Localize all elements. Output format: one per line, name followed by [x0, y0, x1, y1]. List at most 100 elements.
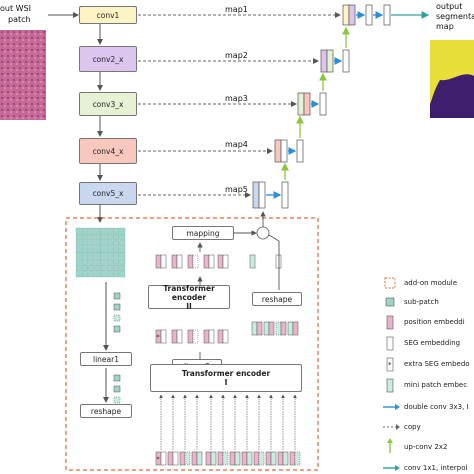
sub-patch	[75, 246, 82, 253]
transformer-ii-line2: II	[186, 301, 192, 311]
legend-position-icon	[386, 315, 394, 330]
sub-patch	[88, 252, 95, 259]
seg-embedding	[176, 329, 183, 344]
sub-patch	[106, 240, 113, 247]
token-embedding	[222, 451, 229, 466]
sub-patch	[113, 271, 119, 278]
output-label-line2: segmenta	[436, 12, 474, 21]
seg-embedding	[275, 254, 282, 269]
up-conv-arrows	[281, 26, 350, 180]
sub-patch	[100, 234, 107, 240]
sub-patch	[106, 227, 113, 234]
legend-blue-arrow-head	[395, 404, 400, 410]
legend-item-4: extra SEG embedo	[404, 360, 470, 368]
sub-patch	[100, 252, 107, 259]
legend-teal-arrow-head	[395, 465, 400, 471]
legend-item-2: position embeddi	[404, 318, 465, 326]
sub-patch	[106, 271, 113, 278]
sub-patch	[82, 271, 88, 278]
map2-label: map2	[225, 51, 248, 60]
output-seg-yellow-region	[430, 40, 474, 104]
conv5-block: conv5_x	[79, 182, 137, 205]
sub-patch	[113, 265, 119, 271]
sub-patch	[113, 246, 119, 253]
seg-embedding	[176, 254, 183, 269]
transformer-ii-line1: Transformer encoder	[163, 283, 215, 302]
legend-subpatch-icon	[385, 297, 395, 307]
position-embedding	[256, 321, 263, 336]
transformer-encoder-i: Transformer encoder I	[150, 364, 302, 392]
sub-patch	[94, 227, 101, 234]
extra-seg-star: *	[157, 334, 160, 341]
seg-embedding	[192, 254, 199, 269]
conv2-block: conv2_x	[79, 46, 137, 72]
input-label-line1: out WSI	[0, 4, 31, 13]
sub-patch	[94, 271, 101, 278]
conv3-block: conv3_x	[79, 92, 137, 116]
seg-embedding	[192, 329, 199, 344]
mini-patch-embedding	[249, 254, 256, 269]
sub-patch	[75, 265, 82, 271]
sub-patch	[88, 227, 95, 234]
legend-seg-icon	[386, 336, 394, 351]
token-embedding	[172, 451, 179, 466]
skip-connections	[138, 12, 341, 198]
input-label-line2: patch	[8, 15, 31, 24]
sub-patch	[88, 265, 95, 271]
sub-patch	[82, 240, 88, 247]
decoder-blocks	[252, 4, 391, 209]
addon-module-border	[65, 217, 319, 471]
legend-item-1: sub-patch	[404, 298, 439, 306]
sub-patch	[113, 227, 119, 234]
sub-patch	[82, 234, 88, 240]
legend-copy-arrow-head	[396, 424, 400, 430]
output-label-line3: map	[436, 22, 454, 31]
sub-patch	[82, 265, 88, 271]
legend-item-9: conv 1x1, interpol	[404, 464, 468, 472]
sub-patch	[75, 234, 82, 240]
legend-addon-icon	[384, 277, 396, 289]
sub-patch	[119, 246, 126, 253]
token-columns: **	[155, 254, 301, 466]
token-embedding	[184, 451, 191, 466]
sub-patch	[119, 265, 126, 271]
legend-item-6: double conv 3x3, I	[404, 403, 469, 411]
token-embedding	[246, 451, 253, 466]
legend-up-arrow-head	[387, 438, 393, 443]
sub-patch	[113, 240, 119, 247]
seg-embedding	[222, 254, 229, 269]
sub-patch	[94, 265, 101, 271]
sub-patch	[119, 227, 126, 234]
sub-patch	[119, 271, 126, 278]
sub-patch	[88, 246, 95, 253]
map3-label: map3	[225, 94, 248, 103]
legend-item-7: copy	[404, 423, 421, 431]
mini-patch-embedding	[275, 321, 282, 336]
seg-embedding	[208, 329, 215, 344]
seg-embedding	[160, 329, 167, 344]
map5-label: map5	[225, 185, 248, 194]
reshape-right-box: reshape	[252, 292, 302, 306]
legend-item-5: mini patch embec	[404, 381, 468, 389]
sub-patch	[88, 240, 95, 247]
seg-embedding	[208, 254, 215, 269]
conv1-block: conv1	[79, 6, 137, 24]
sub-patch	[94, 234, 101, 240]
sub-patch	[106, 252, 113, 259]
sub-patch	[113, 258, 119, 265]
sub-patch	[100, 258, 107, 265]
sub-patch	[75, 252, 82, 259]
transformer-i-line2: I	[224, 378, 228, 387]
sub-patch	[119, 234, 126, 240]
sub-patch	[113, 234, 119, 240]
map4-label: map4	[225, 140, 248, 149]
seg-embedding	[222, 329, 229, 344]
token-embedding	[282, 451, 289, 466]
sub-patch	[94, 246, 101, 253]
sub-patch	[100, 246, 107, 253]
sub-patch	[88, 234, 95, 240]
sub-patch	[100, 240, 107, 247]
extra-seg-star: *	[157, 456, 160, 463]
sub-patch	[75, 271, 82, 278]
